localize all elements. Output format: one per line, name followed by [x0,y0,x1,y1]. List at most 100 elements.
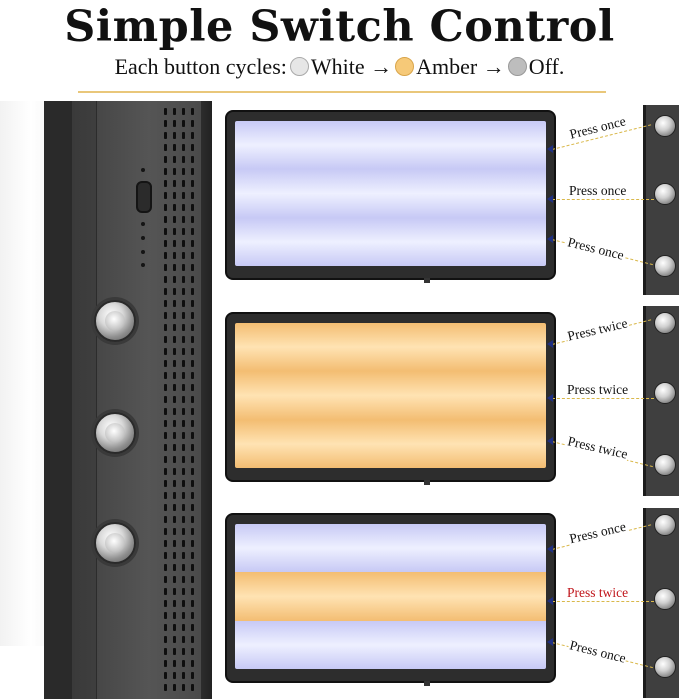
callout-label: Press once [566,518,629,548]
vent-slot [182,480,185,487]
vent-slot [173,108,176,115]
strip-button[interactable] [654,454,676,476]
vent-slot [173,360,176,367]
panel-clip [424,681,430,686]
light-band [235,572,546,621]
vent-slot [164,504,167,511]
vent-slot [182,432,185,439]
light-band [235,419,546,468]
vent-slot [164,480,167,487]
vent-slot [191,552,194,559]
strip-button[interactable] [654,183,676,205]
light-band [235,217,546,266]
vent-slot [164,552,167,559]
vent-slot [173,672,176,679]
vent-slot [191,372,194,379]
strip-button[interactable] [654,514,676,536]
state-amber: Amber [416,54,478,79]
strip-button[interactable] [654,255,676,277]
vent-slot [182,624,185,631]
strip-button[interactable] [654,382,676,404]
vent-slot [173,132,176,139]
vent-slot [173,540,176,547]
vent-slot [164,444,167,451]
vent-slot [182,660,185,667]
vent-slot [173,168,176,175]
vent-slot [164,528,167,535]
vent-slot [182,384,185,391]
power-button-middle[interactable] [94,412,136,454]
vent-slot [191,432,194,439]
vent-slot [191,384,194,391]
vent-slot [182,396,185,403]
arrow-icon [547,235,553,243]
arrow-icon [547,545,553,553]
vent-slot [164,252,167,259]
vent-slot [173,624,176,631]
vent-slot [164,672,167,679]
vent-slot [182,240,185,247]
page-title: Simple Switch Control [64,2,615,52]
vent-slot [191,144,194,151]
vent-slot [191,288,194,295]
vent-slot [164,396,167,403]
light-panel-edge [0,101,52,646]
vent-slot [173,492,176,499]
vent-slot [191,684,194,691]
panel-screen [235,524,546,669]
vent-slot [182,360,185,367]
vent-slot [173,336,176,343]
panel-screen [235,121,546,266]
vent-slot [164,312,167,319]
vent-slot [164,132,167,139]
vent-slot [164,540,167,547]
vent-slot [182,348,185,355]
vent-slot [191,636,194,643]
vent-slot [191,648,194,655]
vent-slot [173,636,176,643]
vent-slot [173,564,176,571]
vent-slot [182,648,185,655]
vent-slot [191,252,194,259]
vent-slot [173,216,176,223]
vent-slot [182,108,185,115]
strip-button[interactable] [654,656,676,678]
vent-slot [182,672,185,679]
strip-button[interactable] [654,312,676,334]
vent-slot [182,300,185,307]
vent-slot [173,396,176,403]
vent-slot [191,204,194,211]
vent-slot [191,588,194,595]
power-button-top[interactable] [94,300,136,342]
indicator-hole [141,263,145,267]
cycle-description: Each button cycles:White →Amber →Off. [0,54,679,80]
callout-line [552,199,654,200]
vent-slot [191,564,194,571]
vent-slot [191,348,194,355]
vent-slot [191,324,194,331]
vent-slot [182,288,185,295]
light-panel-1 [225,110,556,283]
vent-slot [182,420,185,427]
strip-button[interactable] [654,115,676,137]
arrow-icon [547,340,553,348]
vent-slot [164,204,167,211]
vent-slot [191,660,194,667]
vent-slot [182,552,185,559]
arrow-icon [547,597,553,605]
vent-slot [164,180,167,187]
vent-slot [164,120,167,127]
vent-slot [182,540,185,547]
vent-slot [164,108,167,115]
callout-label: Press once [568,183,628,199]
vent-slot [182,156,185,163]
light-band [235,620,546,669]
power-button-bottom[interactable] [94,522,136,564]
vent-slot [173,144,176,151]
strip-button[interactable] [654,588,676,610]
vent-slot [182,528,185,535]
subtitle-prefix: Each button cycles: [114,54,287,79]
white-dot-icon [289,57,309,76]
vent-slot [191,192,194,199]
vent-slot [173,576,176,583]
